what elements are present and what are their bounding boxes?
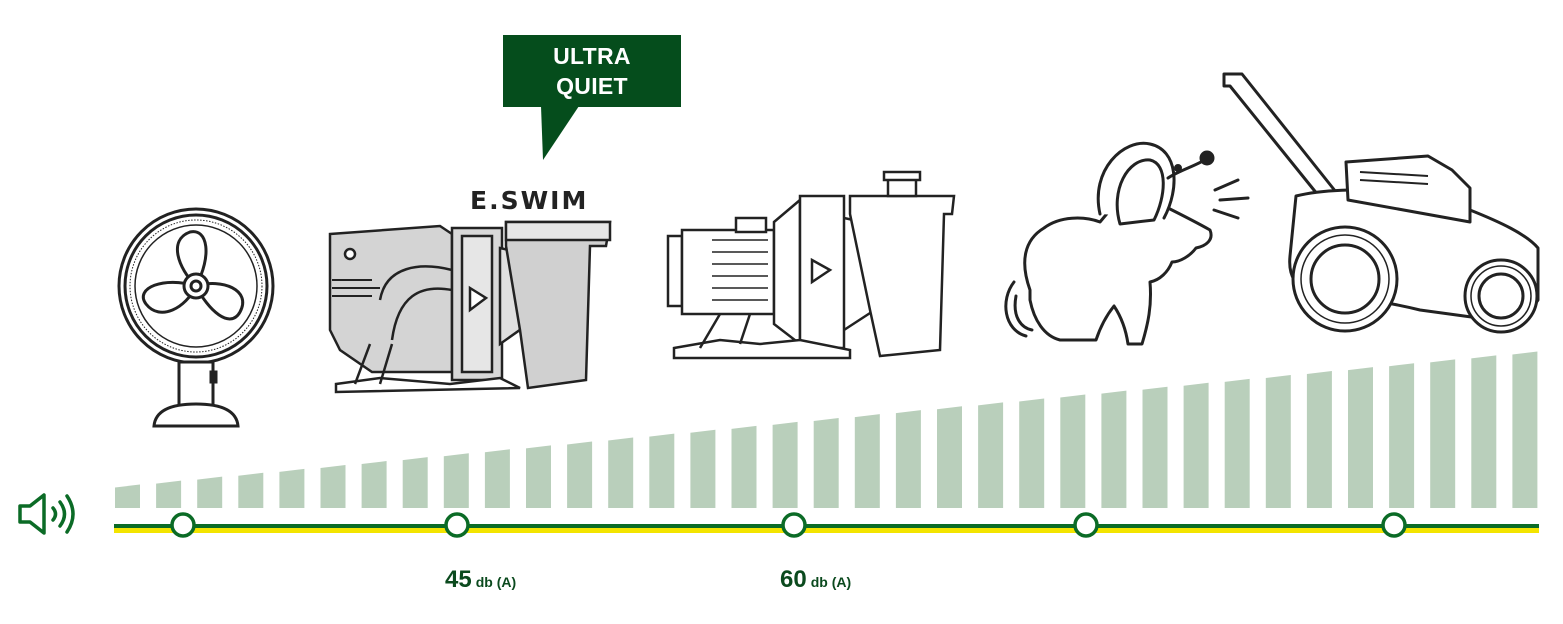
noise-bar	[854, 414, 880, 508]
noise-bar	[649, 433, 675, 508]
noise-bar	[1430, 359, 1456, 508]
eswim-logo: E.SWIM	[470, 186, 588, 215]
noise-bar	[1019, 398, 1045, 508]
noise-bar	[320, 464, 346, 508]
noise-bar	[1265, 374, 1291, 508]
noise-bar	[1183, 382, 1209, 508]
eswim-pump-icon	[328, 220, 612, 394]
noise-bar	[690, 429, 716, 508]
noise-bar	[1142, 386, 1168, 508]
noise-bar	[567, 441, 593, 508]
noise-bar	[1348, 367, 1373, 508]
noise-bar	[1060, 394, 1086, 508]
noise-bar	[279, 468, 305, 508]
noise-bar	[1471, 355, 1497, 508]
noise-bar	[1512, 351, 1538, 508]
noise-bar	[1306, 371, 1332, 508]
callout-line-1: ULTRA	[553, 43, 631, 69]
noise-bars	[115, 351, 1538, 508]
noise-bar	[813, 418, 839, 508]
noise-bar	[1224, 378, 1250, 508]
marker-dog	[1073, 512, 1099, 538]
noise-bar	[443, 453, 469, 508]
barking-dog-icon	[1004, 141, 1250, 346]
lawn-mower-icon	[1222, 72, 1540, 334]
callout-line-2: QUIET	[556, 73, 628, 99]
noise-bar	[484, 449, 510, 508]
noise-bar	[731, 425, 757, 508]
scale-line-yellow	[114, 528, 1539, 533]
db-value: 60	[780, 566, 807, 593]
marker-standard-pump	[781, 512, 807, 538]
noise-bar	[937, 406, 962, 508]
noise-bar	[1389, 363, 1415, 508]
noise-bar	[115, 484, 140, 508]
noise-bar	[238, 472, 264, 508]
noise-bar	[895, 410, 921, 508]
standard-pump-icon	[666, 170, 956, 360]
noise-bar	[156, 480, 182, 508]
callout-tail	[541, 106, 579, 160]
ultra-quiet-callout: ULTRA QUIET	[503, 35, 681, 107]
noise-bar	[526, 445, 551, 508]
scale-markers	[170, 512, 1407, 538]
noise-bar	[402, 457, 428, 508]
noise-bar	[978, 402, 1004, 508]
noise-bar	[197, 476, 223, 508]
noise-bar	[772, 421, 798, 508]
noise-bar	[1101, 390, 1127, 508]
db-unit: db (A)	[475, 574, 517, 590]
db-unit: db (A)	[810, 574, 852, 590]
marker-lawn-mower	[1381, 512, 1407, 538]
scale-line-green	[114, 524, 1539, 528]
noise-bar	[361, 461, 387, 508]
fan-icon	[117, 207, 275, 428]
volume-icon	[18, 493, 75, 535]
marker-fan	[170, 512, 196, 538]
db-value: 45	[445, 566, 472, 593]
marker-eswim-pump	[444, 512, 470, 538]
noise-bar	[608, 437, 634, 508]
